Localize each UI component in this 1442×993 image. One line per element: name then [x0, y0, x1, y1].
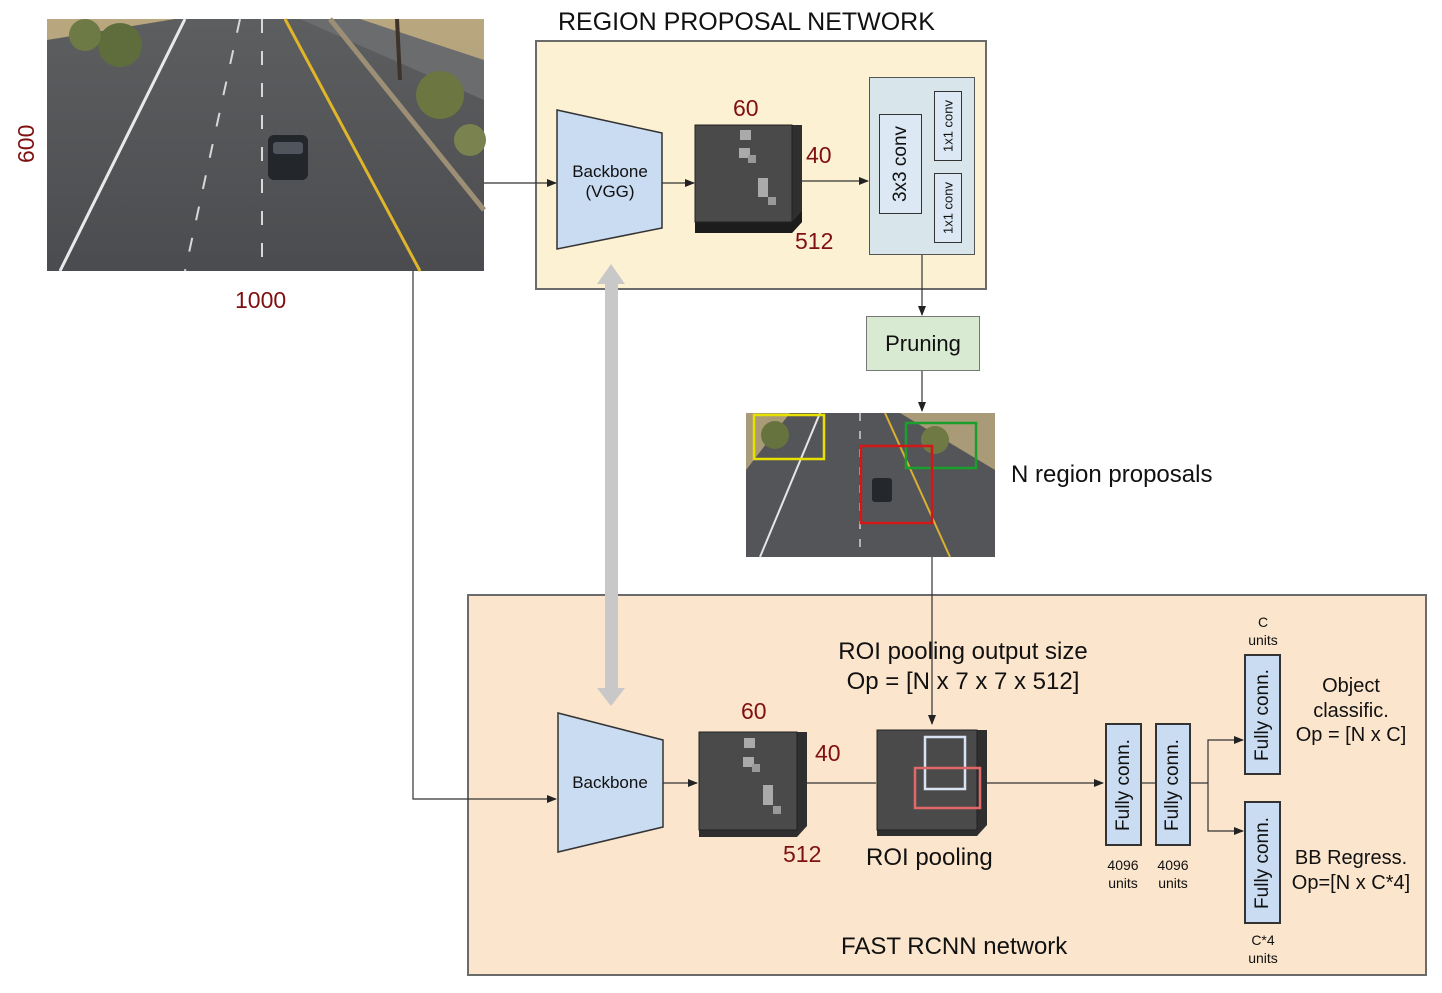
proposal-box-yellow [752, 413, 826, 461]
fast-backbone-label: Backbone [572, 773, 648, 792]
fc-layer-2-label: Fully conn. [1162, 738, 1183, 831]
conv3x3-label: 3x3 conv [889, 125, 911, 203]
fc-reg-label: Fully conn. [1251, 816, 1273, 909]
classification-output-text: Object classific. Op = [N x C] [1295, 675, 1407, 747]
fc-reg-layer: Fully conn. [1244, 801, 1281, 924]
input-height-label: 600 [13, 124, 39, 163]
shared-weights-arrow [597, 264, 625, 706]
conv1x1-label-cls: 1x1 conv [940, 99, 956, 153]
rpn-title: REGION PROPOSAL NETWORK [558, 8, 935, 36]
roi-pooling-label: ROI pooling [866, 844, 993, 871]
regression-output-text: BB Regress. Op=[N x C*4] [1291, 847, 1411, 894]
conv1x1-box-reg: 1x1 conv [934, 173, 962, 243]
input-road-image [47, 17, 486, 272]
fc-layer-2: Fully conn. [1155, 723, 1191, 846]
region-proposals-image [746, 412, 995, 558]
fast-feature-map [698, 731, 807, 837]
fast-dim-depth: 512 [783, 841, 822, 867]
input-width-label: 1000 [235, 287, 287, 313]
conv1x1-box-cls: 1x1 conv [934, 91, 962, 161]
fast-dim-height: 40 [815, 740, 841, 766]
fast-backbone-block [557, 712, 664, 853]
fc-cls-label: Fully conn. [1251, 668, 1273, 761]
rpn-dim-height: 40 [806, 142, 832, 168]
roi-pooling-block [876, 729, 987, 836]
conv3x3-box: 3x3 conv [879, 114, 922, 214]
pruning-box: Pruning [866, 316, 980, 371]
proposals-label: N region proposals [1011, 461, 1213, 488]
fc-cls-layer: Fully conn. [1244, 654, 1281, 775]
fc-layer-1-label: Fully conn. [1112, 738, 1134, 831]
rpn-dim-depth: 512 [795, 228, 834, 254]
cls-units: C units [1248, 614, 1278, 648]
fast-dim-width: 60 [741, 698, 767, 724]
fc2-units: 4096 units [1157, 857, 1189, 891]
fast-rcnn-title: FAST RCNN network [841, 933, 1068, 960]
rpn-backbone-block [556, 109, 663, 250]
rpn-feature-map [694, 124, 802, 233]
fc1-units: 4096 units [1107, 857, 1139, 891]
fc-layer-1: Fully conn. [1105, 723, 1142, 846]
rpn-dim-width: 60 [733, 95, 759, 121]
roi-output-size-text: ROI pooling output size Op = [N x 7 x 7 … [838, 638, 1088, 695]
reg-units: C*4 units [1248, 932, 1278, 966]
proposal-box-red [859, 444, 934, 525]
conv1x1-label-reg: 1x1 conv [940, 181, 956, 235]
rpn-backbone-label: Backbone (VGG) [572, 162, 648, 202]
